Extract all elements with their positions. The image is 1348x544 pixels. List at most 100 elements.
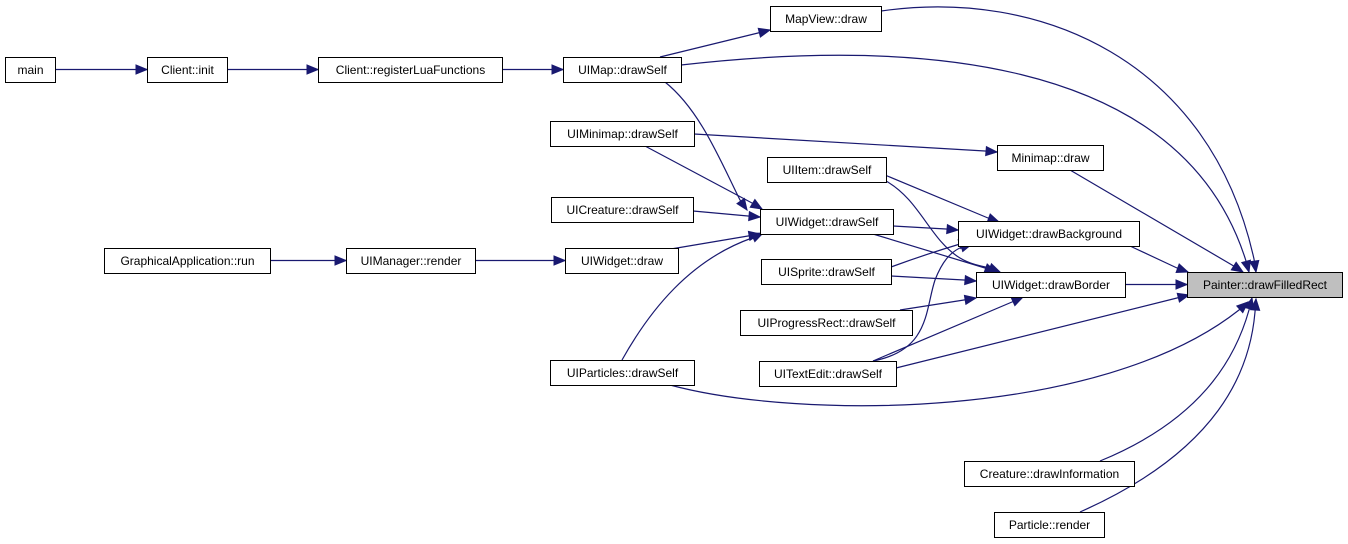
arrowhead-icon <box>135 64 149 75</box>
node-painter-drawfilledrect[interactable]: Painter::drawFilledRect <box>1187 272 1343 298</box>
edge-uiwidget_drawbg-to-painter_drawfilledrect <box>1129 245 1190 273</box>
node-uisprite-drawself[interactable]: UISprite::drawSelf <box>761 259 892 285</box>
edge-uimanager_render-to-uiwidget_draw <box>475 255 567 266</box>
node-client-init[interactable]: Client::init <box>147 57 228 83</box>
node-label: Minimap::draw <box>1011 151 1089 165</box>
edge-line <box>880 6 1257 273</box>
node-uiparticles-drawself[interactable]: UIParticles::drawSelf <box>550 360 695 386</box>
node-label: UIProgressRect::drawSelf <box>757 316 896 330</box>
node-box[interactable] <box>760 209 894 235</box>
node-uiminimap-drawself[interactable]: UIMinimap::drawSelf <box>550 121 695 147</box>
node-box[interactable] <box>759 361 897 387</box>
node-box[interactable] <box>551 197 694 223</box>
edge-line <box>899 297 977 311</box>
node-box[interactable] <box>550 360 695 386</box>
node-box[interactable] <box>770 6 882 32</box>
edge-line <box>693 133 998 153</box>
node-box[interactable] <box>550 121 695 147</box>
node-box[interactable] <box>565 248 679 274</box>
node-uicreature-drawself[interactable]: UICreature::drawSelf <box>551 197 694 223</box>
node-box[interactable] <box>976 272 1126 298</box>
node-uimap-drawself[interactable]: UIMap::drawSelf <box>563 57 682 83</box>
node-label: UIMinimap::drawSelf <box>567 127 678 141</box>
node-box[interactable] <box>563 57 682 83</box>
node-main[interactable]: main <box>5 57 56 83</box>
arrowhead-icon <box>1010 296 1025 307</box>
node-uiwidget-draw[interactable]: UIWidget::draw <box>565 248 679 274</box>
arrowhead-icon <box>306 64 320 75</box>
node-box[interactable] <box>767 157 887 183</box>
node-label: UICreature::drawSelf <box>566 203 679 217</box>
edge-uiprogressrect_drawself-to-uiwidget_drawborder <box>899 294 978 311</box>
node-label: UIWidget::drawSelf <box>776 215 879 229</box>
node-box[interactable] <box>104 248 271 274</box>
edge-uiminimap_drawself-to-minimap_draw <box>693 133 999 157</box>
arrowhead-icon <box>964 274 978 286</box>
arrowhead-icon <box>1175 279 1189 290</box>
node-box[interactable] <box>147 57 228 83</box>
edge-line <box>890 275 977 282</box>
node-box[interactable] <box>318 57 503 83</box>
node-box[interactable] <box>346 248 476 274</box>
edge-uiwidget_drawborder-to-painter_drawfilledrect <box>1125 279 1189 290</box>
arrowhead-icon <box>946 223 960 235</box>
node-label: Painter::drawFilledRect <box>1203 278 1328 292</box>
node-particle-render[interactable]: Particle::render <box>994 512 1105 538</box>
node-label: UIWidget::drawBackground <box>976 227 1122 241</box>
arrowhead-icon <box>748 210 762 222</box>
node-uiwidget-drawbg[interactable]: UIWidget::drawBackground <box>958 221 1140 247</box>
edge-main-to-client_init <box>55 64 149 75</box>
edge-minimap_draw-to-painter_drawfilledrect <box>1069 169 1245 273</box>
arrowhead-icon <box>1230 261 1245 273</box>
node-uimanager-render[interactable]: UIManager::render <box>346 248 476 274</box>
node-box[interactable] <box>994 512 1105 538</box>
edge-line <box>669 301 1249 407</box>
node-box[interactable] <box>740 310 913 336</box>
node-uitextedit-drawself[interactable]: UITextEdit::drawSelf <box>759 361 897 387</box>
edge-uitextedit_drawself-to-painter_drawfilledrect <box>895 292 1191 369</box>
edge-uicreature_drawself-to-uiwidget_drawself <box>692 210 762 222</box>
node-client-reglua[interactable]: Client::registerLuaFunctions <box>318 57 503 83</box>
node-minimap-draw[interactable]: Minimap::draw <box>997 145 1104 171</box>
node-box[interactable] <box>958 221 1140 247</box>
arrowhead-icon <box>1240 259 1252 274</box>
node-label: Client::init <box>161 63 214 77</box>
node-label: Particle::render <box>1009 518 1090 532</box>
node-box[interactable] <box>997 145 1104 171</box>
edge-client_reglua-to-uimap_drawself <box>502 64 565 75</box>
arrowhead-icon <box>334 255 348 266</box>
edge-uimap_drawself-to-painter_drawfilledrect <box>680 54 1252 274</box>
node-uiprogressrect-drawself[interactable]: UIProgressRect::drawSelf <box>740 310 913 336</box>
node-label: Creature::drawInformation <box>980 467 1119 481</box>
node-uiitem-drawself[interactable]: UIItem::drawSelf <box>767 157 887 183</box>
node-box[interactable] <box>5 57 56 83</box>
edge-uisprite_drawself-to-uiwidget_drawborder <box>890 274 978 286</box>
edge-uiparticles_drawself-to-uiwidget_drawself <box>621 232 765 361</box>
arrowhead-icon <box>1249 297 1261 311</box>
arrowhead-icon <box>749 198 764 210</box>
nodes-layer: main Client::init Client::registerLuaFunct… <box>5 6 1343 538</box>
edge-line <box>1099 297 1253 462</box>
arrowhead-icon <box>1176 292 1191 303</box>
node-label: UIParticles::drawSelf <box>567 366 679 380</box>
node-label: UIItem::drawSelf <box>783 163 872 177</box>
node-uiwidget-drawborder[interactable]: UIWidget::drawBorder <box>976 272 1126 298</box>
edge-line <box>664 233 761 251</box>
node-label: main <box>17 63 43 77</box>
node-mapview-draw[interactable]: MapView::draw <box>770 6 882 32</box>
node-uiwidget-drawself[interactable]: UIWidget::drawSelf <box>760 209 894 235</box>
arrowhead-icon <box>551 64 565 75</box>
node-label: UITextEdit::drawSelf <box>774 367 883 381</box>
edge-creature_drawinfo-to-painter_drawfilledrect <box>1099 296 1255 462</box>
node-creature-drawinfo[interactable]: Creature::drawInformation <box>964 461 1135 487</box>
arrowhead-icon <box>553 255 567 266</box>
node-label: UIManager::render <box>361 254 462 268</box>
node-graphical-run[interactable]: GraphicalApplication::run <box>104 248 271 274</box>
node-box[interactable] <box>761 259 892 285</box>
edge-line <box>680 54 1250 273</box>
edge-line <box>621 232 764 361</box>
node-box[interactable] <box>1187 272 1343 298</box>
node-box[interactable] <box>964 461 1135 487</box>
arrowhead-icon <box>750 232 765 243</box>
